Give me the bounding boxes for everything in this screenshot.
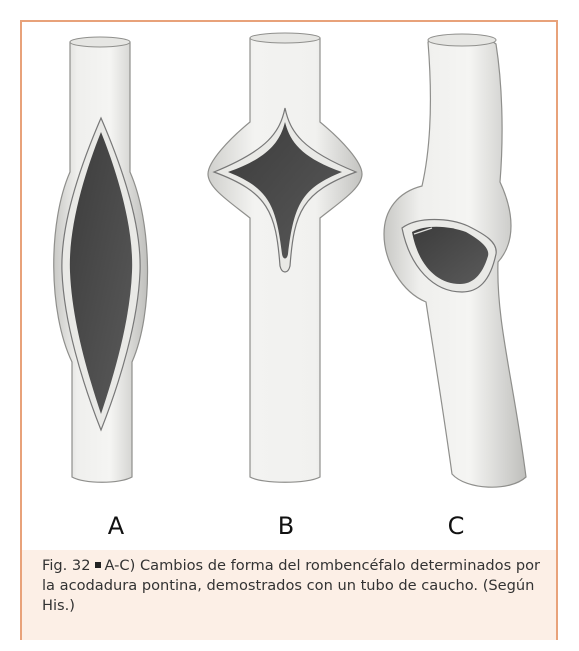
rhombencephalon-illustration <box>22 22 556 512</box>
panel-b-tube <box>208 33 362 482</box>
panel-label-a: A <box>96 512 136 540</box>
panel-label-b: B <box>266 512 306 540</box>
panel-label-c: C <box>436 512 476 540</box>
figure-number: Fig. 32 <box>42 557 91 574</box>
bullet-marker <box>95 562 101 568</box>
panel-c-tube <box>384 34 526 487</box>
panel-a-tube <box>54 37 148 482</box>
caption-text: A-C) Cambios de forma del rombencéfalo d… <box>42 557 540 614</box>
